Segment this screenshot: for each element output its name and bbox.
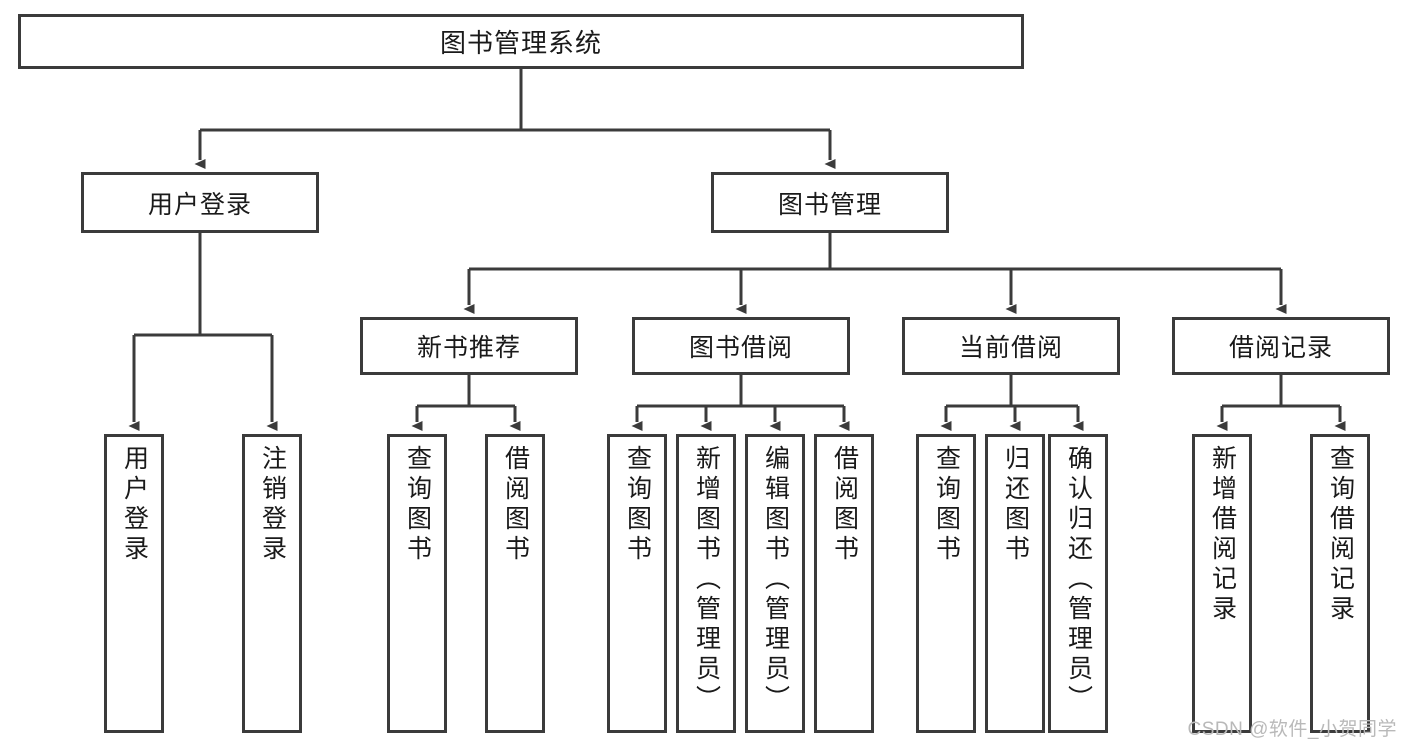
node-leaf-query-record[interactable]: 查询借阅记录 [1310, 434, 1370, 733]
node-leaf-add-book-label: 新增图书（管理员） [692, 445, 721, 715]
node-leaf-edit-book-label: 编辑图书（管理员） [761, 445, 790, 715]
watermark: CSDN @软件_小贺同学 [1187, 719, 1397, 740]
node-leaf-return-book-label: 归还图书 [1001, 445, 1030, 565]
node-leaf-query-book-1-label: 查询图书 [403, 445, 432, 565]
node-leaf-add-record[interactable]: 新增借阅记录 [1192, 434, 1252, 733]
node-root-label: 图书管理系统 [439, 28, 602, 58]
node-book-management[interactable]: 图书管理 [711, 172, 949, 233]
node-current-borrow-label: 当前借阅 [958, 334, 1063, 362]
node-leaf-query-book-2-label: 查询图书 [623, 445, 652, 565]
node-leaf-query-record-label: 查询借阅记录 [1326, 445, 1355, 625]
node-book-borrow[interactable]: 图书借阅 [632, 317, 850, 375]
node-leaf-borrow-book-2[interactable]: 借阅图书 [814, 434, 874, 733]
node-leaf-add-record-label: 新增借阅记录 [1208, 445, 1237, 625]
node-leaf-user-logout[interactable]: 注销登录 [242, 434, 302, 733]
node-root[interactable]: 图书管理系统 [18, 14, 1024, 69]
node-leaf-borrow-book-1[interactable]: 借阅图书 [485, 434, 545, 733]
node-borrow-record-label: 借阅记录 [1228, 334, 1333, 362]
node-leaf-borrow-book-2-label: 借阅图书 [830, 445, 859, 565]
node-leaf-edit-book[interactable]: 编辑图书（管理员） [745, 434, 805, 733]
node-leaf-borrow-book-1-label: 借阅图书 [501, 445, 530, 565]
node-leaf-user-logout-label: 注销登录 [258, 445, 287, 565]
node-leaf-return-book[interactable]: 归还图书 [985, 434, 1045, 733]
node-leaf-add-book[interactable]: 新增图书（管理员） [676, 434, 736, 733]
node-leaf-confirm-return[interactable]: 确认归还（管理员） [1048, 434, 1108, 733]
node-user-login[interactable]: 用户登录 [81, 172, 319, 233]
node-new-book-recommend-label: 新书推荐 [416, 334, 521, 362]
node-leaf-query-book-3-label: 查询图书 [932, 445, 961, 565]
node-new-book-recommend[interactable]: 新书推荐 [360, 317, 578, 375]
node-leaf-confirm-return-label: 确认归还（管理员） [1064, 445, 1093, 715]
node-leaf-query-book-3[interactable]: 查询图书 [916, 434, 976, 733]
node-current-borrow[interactable]: 当前借阅 [902, 317, 1120, 375]
node-borrow-record[interactable]: 借阅记录 [1172, 317, 1390, 375]
node-book-borrow-label: 图书借阅 [688, 334, 793, 362]
node-leaf-query-book-2[interactable]: 查询图书 [607, 434, 667, 733]
node-leaf-user-login-label: 用户登录 [120, 445, 149, 565]
node-leaf-query-book-1[interactable]: 查询图书 [387, 434, 447, 733]
node-user-login-label: 用户登录 [147, 190, 252, 219]
node-leaf-user-login[interactable]: 用户登录 [104, 434, 164, 733]
node-book-management-label: 图书管理 [777, 190, 882, 219]
